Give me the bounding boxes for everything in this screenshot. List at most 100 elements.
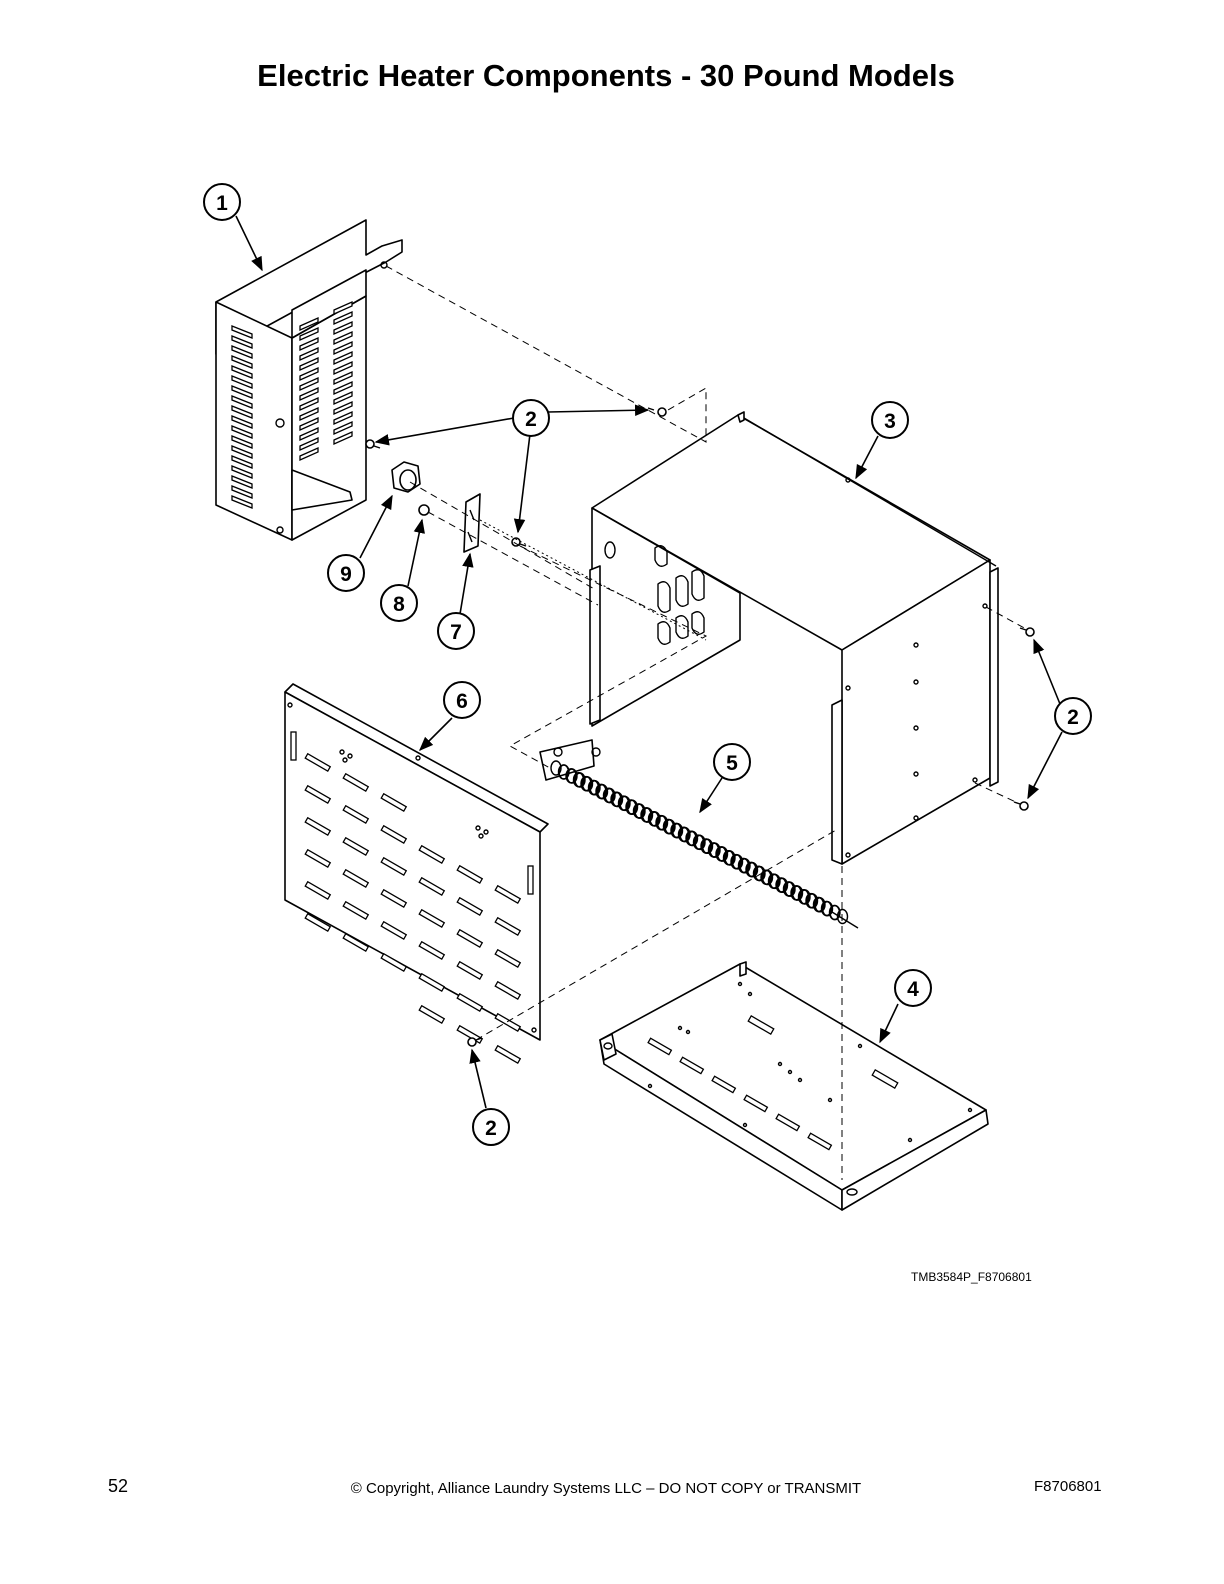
louvre-slot [299, 436, 319, 452]
screw-right-lower [1013, 801, 1029, 811]
panel-slot [304, 752, 332, 772]
svg-text:3: 3 [884, 410, 896, 433]
svg-text:1: 1 [216, 192, 228, 215]
panel-slot [304, 816, 332, 836]
louvre-slot [299, 316, 319, 332]
leader-lines [235, 215, 1063, 1109]
svg-text:8: 8 [393, 593, 405, 616]
louvre-slot [299, 346, 319, 362]
nut [418, 504, 430, 516]
louvre-slot [231, 435, 253, 449]
drawing-reference: TMB3584P_F8706801 [911, 1270, 1032, 1284]
panel-slot [380, 888, 408, 908]
coil-loop [634, 803, 646, 819]
louvre-slot [333, 420, 353, 436]
panel-slot [342, 900, 370, 920]
louvre-slot [333, 320, 353, 336]
tray-slot [647, 1037, 673, 1056]
panel-slot [456, 960, 484, 980]
louvre-slot [333, 380, 353, 396]
panel-slot [494, 916, 522, 936]
coil-loop [626, 799, 639, 815]
coil-loop [574, 772, 586, 788]
louvre-slot [333, 300, 353, 316]
louvre-slot [299, 376, 319, 392]
coil-loop [550, 760, 562, 776]
base-tray [599, 961, 989, 1211]
callout-6: 6 [443, 681, 481, 719]
coil-loop [821, 901, 834, 917]
coil-loop [701, 838, 714, 854]
louvre-slot [231, 325, 253, 339]
callout-2-top: 2 [512, 399, 550, 437]
coil-loop [619, 795, 631, 812]
callout-4: 4 [894, 969, 932, 1007]
assembly-lines [385, 265, 1029, 1180]
coil-loop [649, 811, 661, 827]
coil-loop [581, 776, 594, 792]
coil-loop [754, 865, 766, 882]
panel-slot [380, 952, 408, 972]
coil-loop [746, 862, 759, 878]
louvre-slot [231, 495, 253, 509]
louvre-slot [231, 405, 253, 419]
coil-loop [589, 780, 601, 796]
panel-slot [304, 912, 332, 932]
louvre-slot [299, 366, 319, 382]
panel-slot [418, 1004, 446, 1024]
screw-right-upper [1019, 627, 1035, 637]
panel-slot [380, 920, 408, 940]
svg-text:4: 4 [907, 978, 919, 1001]
louvre-slot [231, 375, 253, 389]
coil-loop [709, 842, 721, 858]
mounting-bracket [463, 493, 481, 553]
page-number: 52 [108, 1476, 129, 1496]
coil-loop [769, 873, 781, 890]
coil-loop [641, 807, 654, 823]
panel-slot [418, 972, 446, 992]
panel-slot [342, 772, 370, 792]
louvre-slot [299, 326, 319, 342]
louvre-slot [333, 330, 353, 346]
document-id: F8706801 [1034, 1478, 1102, 1495]
coil-loop [799, 889, 811, 905]
panel-slot [456, 864, 484, 884]
coil-loop [611, 791, 624, 808]
louvre-slot [231, 365, 253, 379]
louvre-slot [333, 400, 353, 416]
panel-slot [342, 868, 370, 888]
callout-2-bottom: 2 [472, 1108, 510, 1146]
tray-slot [679, 1056, 705, 1075]
louvre-slot [299, 426, 319, 442]
panel-slot [418, 844, 446, 864]
svg-text:7: 7 [450, 621, 462, 644]
svg-text:2: 2 [1067, 706, 1079, 729]
panel-slot [380, 824, 408, 844]
panel-slot [342, 804, 370, 824]
coil-loop [739, 858, 751, 874]
louvre-slot [231, 355, 253, 369]
panel-slot [342, 836, 370, 856]
louvre-slot [299, 406, 319, 422]
coil-loop [686, 830, 699, 847]
louvre-slot [231, 455, 253, 469]
heater-cover-bracket [215, 219, 403, 541]
coil-loop [791, 885, 804, 901]
panel-slot [418, 876, 446, 896]
panel-slot [456, 896, 484, 916]
panel-slot [494, 980, 522, 1000]
svg-text:5: 5 [726, 752, 738, 775]
louvre-slot [231, 425, 253, 439]
coil-loop [656, 815, 669, 831]
louvre-slot [231, 475, 253, 489]
louvre-slot [299, 396, 319, 412]
louvre-slot [231, 415, 253, 429]
coil-loop [671, 823, 684, 839]
louvre-slot [299, 336, 319, 352]
coil-loop [776, 877, 789, 893]
page-title: Electric Heater Components - 30 Pound Mo… [257, 58, 955, 93]
callout-5: 5 [713, 743, 751, 781]
coil-loop [836, 908, 849, 925]
coil-loop [814, 897, 826, 913]
